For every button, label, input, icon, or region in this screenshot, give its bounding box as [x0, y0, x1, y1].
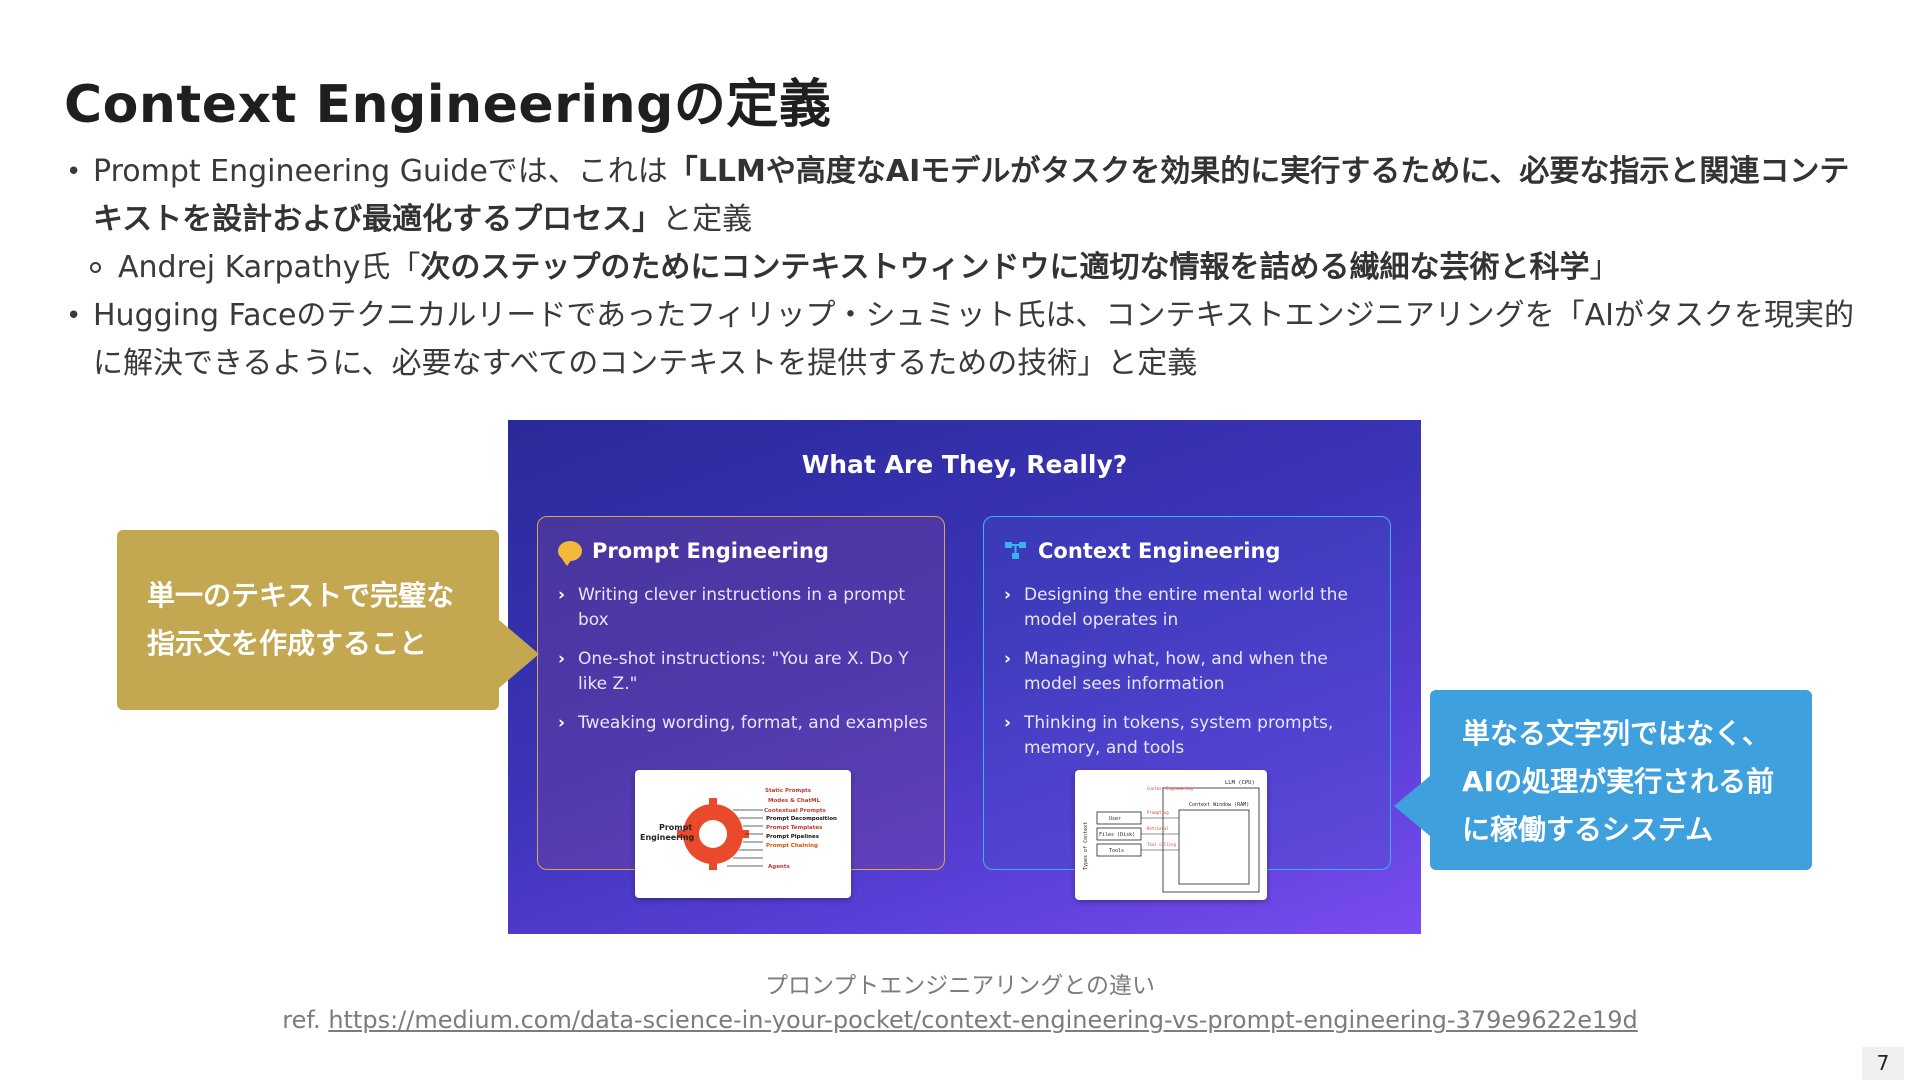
- thumb-label: Modes & ChatML: [768, 798, 821, 804]
- callout-text: 単なる文字列ではなく、 AIの処理が実行される前 に稼働するシステム: [1462, 710, 1802, 854]
- thumb-title: LLM (CPU): [1225, 780, 1255, 786]
- thumb-label: Prompt Templates: [766, 825, 823, 831]
- context-engineering-diagram: LLM (CPU) Context Window (RAM) Types of …: [1075, 770, 1267, 900]
- list-item: › Managing what, how, and when the model …: [1004, 647, 1374, 697]
- blue-callout: 単なる文字列ではなく、 AIの処理が実行される前 に稼働するシステム: [1394, 690, 1812, 870]
- list-item: › One-shot instructions: "You are X. Do Y…: [558, 647, 928, 697]
- sub-bullet-suffix: 」: [1589, 250, 1620, 285]
- callout-line: 単一のテキストで完璧な: [147, 579, 455, 612]
- thumb-source: Tools: [1109, 848, 1124, 854]
- prompt-engineering-diagram: Prompt Engineering Static Prompts Modes …: [635, 770, 851, 898]
- bullet-text-bold: 「LLMや高度なAIモデルがタスクを効果的に実行するために、必要な指示と関連コン…: [93, 154, 1850, 237]
- chevron-right-icon: ›: [1004, 713, 1012, 733]
- chevron-right-icon: ›: [1004, 649, 1012, 669]
- callout-line: 指示文を作成すること: [147, 627, 428, 660]
- network-icon: [1005, 542, 1026, 559]
- callout-line: 単なる文字列ではなく、: [1462, 717, 1771, 750]
- sub-bullet-circle-icon: [90, 262, 101, 273]
- callout-text: 単一のテキストで完璧な 指示文を作成すること: [147, 572, 487, 668]
- list-item-text: Managing what, how, and when the model s…: [1024, 649, 1328, 694]
- bullet-text-suffix: と定義: [662, 202, 753, 237]
- chevron-right-icon: ›: [558, 713, 566, 733]
- thumb-center-label-2: Engineering: [640, 833, 695, 842]
- figure-caption: プロンプトエンジニアリングとの違い: [764, 973, 1156, 999]
- bullet-dot-icon: •: [66, 157, 82, 187]
- thumb-center-label-1: Prompt: [659, 823, 692, 832]
- thumb-label: Prompt Decomposition: [766, 816, 837, 822]
- figure-title: What Are They, Really?: [801, 450, 1128, 479]
- chevron-right-icon: ›: [558, 585, 566, 605]
- page-number: 7: [1862, 1047, 1904, 1080]
- thumb-arrow-label: Context Engineering: [1147, 786, 1193, 791]
- thumb-side-label: Types of Context: [1083, 822, 1089, 870]
- list-item-text: Thinking in tokens, system prompts, memo…: [1024, 713, 1334, 758]
- card-header: Context Engineering: [1004, 539, 1280, 563]
- comparison-figure: What Are They, Really? Prompt Engineerin…: [508, 420, 1421, 934]
- list-item: › Writing clever instructions in a prompt…: [558, 583, 928, 633]
- callout-line: AIの処理が実行される前: [1462, 765, 1775, 798]
- thumb-arrow-label: Retrieval: [1147, 826, 1169, 831]
- bullet-item: • Prompt Engineering Guideでは、これは「LLMや高度な…: [64, 148, 1854, 244]
- thumb-label: Prompt Pipelines: [766, 834, 820, 840]
- slide-title: Context Engineeringの定義: [64, 75, 832, 135]
- bullet-list: • Prompt Engineering Guideでは、これは「LLMや高度な…: [64, 148, 1854, 388]
- list-item: › Tweaking wording, format, and examples: [558, 711, 928, 736]
- card-heading: Context Engineering: [1038, 539, 1281, 563]
- thumb-source: User: [1109, 816, 1121, 822]
- sub-bullet-item: Andrej Karpathy氏「次のステップのためにコンテキストウィンドウに適…: [64, 244, 1854, 292]
- list-item: › Designing the entire mental world the m…: [1004, 583, 1374, 633]
- sub-bullet-bold: 次のステップのためにコンテキストウィンドウに適切な情報を詰める繊細な芸術と科学: [420, 250, 1590, 285]
- prompt-engineering-card: Prompt Engineering › Writing clever instr…: [537, 516, 945, 870]
- card-header: Prompt Engineering: [558, 539, 829, 566]
- reference-prefix: ref.: [282, 1006, 321, 1034]
- thumb-arrow-label: Prompting: [1147, 810, 1169, 815]
- card-list: › Designing the entire mental world the m…: [1004, 583, 1374, 775]
- card-heading: Prompt Engineering: [592, 539, 829, 563]
- list-item-text: Writing clever instructions in a prompt …: [578, 585, 906, 630]
- list-item-text: One-shot instructions: "You are X. Do Y …: [578, 649, 909, 694]
- list-item: › Thinking in tokens, system prompts, mem…: [1004, 711, 1374, 761]
- reference: ref. https://medium.com/data-science-in-…: [0, 1006, 1920, 1034]
- gold-callout: 単一のテキストで完璧な 指示文を作成すること: [117, 530, 539, 710]
- thumb-window: Context Window (RAM): [1189, 802, 1249, 808]
- bullet-text-prefix: Prompt Engineering Guideでは、これは: [93, 154, 668, 189]
- sub-bullet-prefix: Andrej Karpathy氏「: [118, 250, 421, 285]
- chat-bubble-icon: [558, 541, 582, 566]
- reference-link[interactable]: https://medium.com/data-science-in-your-…: [328, 1006, 1638, 1034]
- thumb-arrow-label: Tool calling: [1147, 842, 1176, 847]
- list-item-text: Tweaking wording, format, and examples: [578, 713, 928, 733]
- callout-line: に稼働するシステム: [1462, 813, 1714, 846]
- bullet-dot-icon: •: [66, 301, 82, 331]
- bullet-text: Hugging Faceのテクニカルリードであったフィリップ・シュミット氏は、コ…: [93, 298, 1854, 381]
- thumb-label: Static Prompts: [765, 788, 812, 794]
- thumb-label: Contextual Prompts: [764, 808, 827, 814]
- thumb-label: Prompt Chaining: [766, 843, 818, 849]
- chevron-right-icon: ›: [558, 649, 566, 669]
- thumb-label: Agents: [768, 864, 790, 870]
- card-list: › Writing clever instructions in a prompt…: [558, 583, 928, 750]
- thumb-source: Files (Disk): [1099, 832, 1135, 838]
- bullet-item: • Hugging Faceのテクニカルリードであったフィリップ・シュミット氏は…: [64, 292, 1854, 388]
- chevron-right-icon: ›: [1004, 585, 1012, 605]
- list-item-text: Designing the entire mental world the mo…: [1024, 585, 1348, 630]
